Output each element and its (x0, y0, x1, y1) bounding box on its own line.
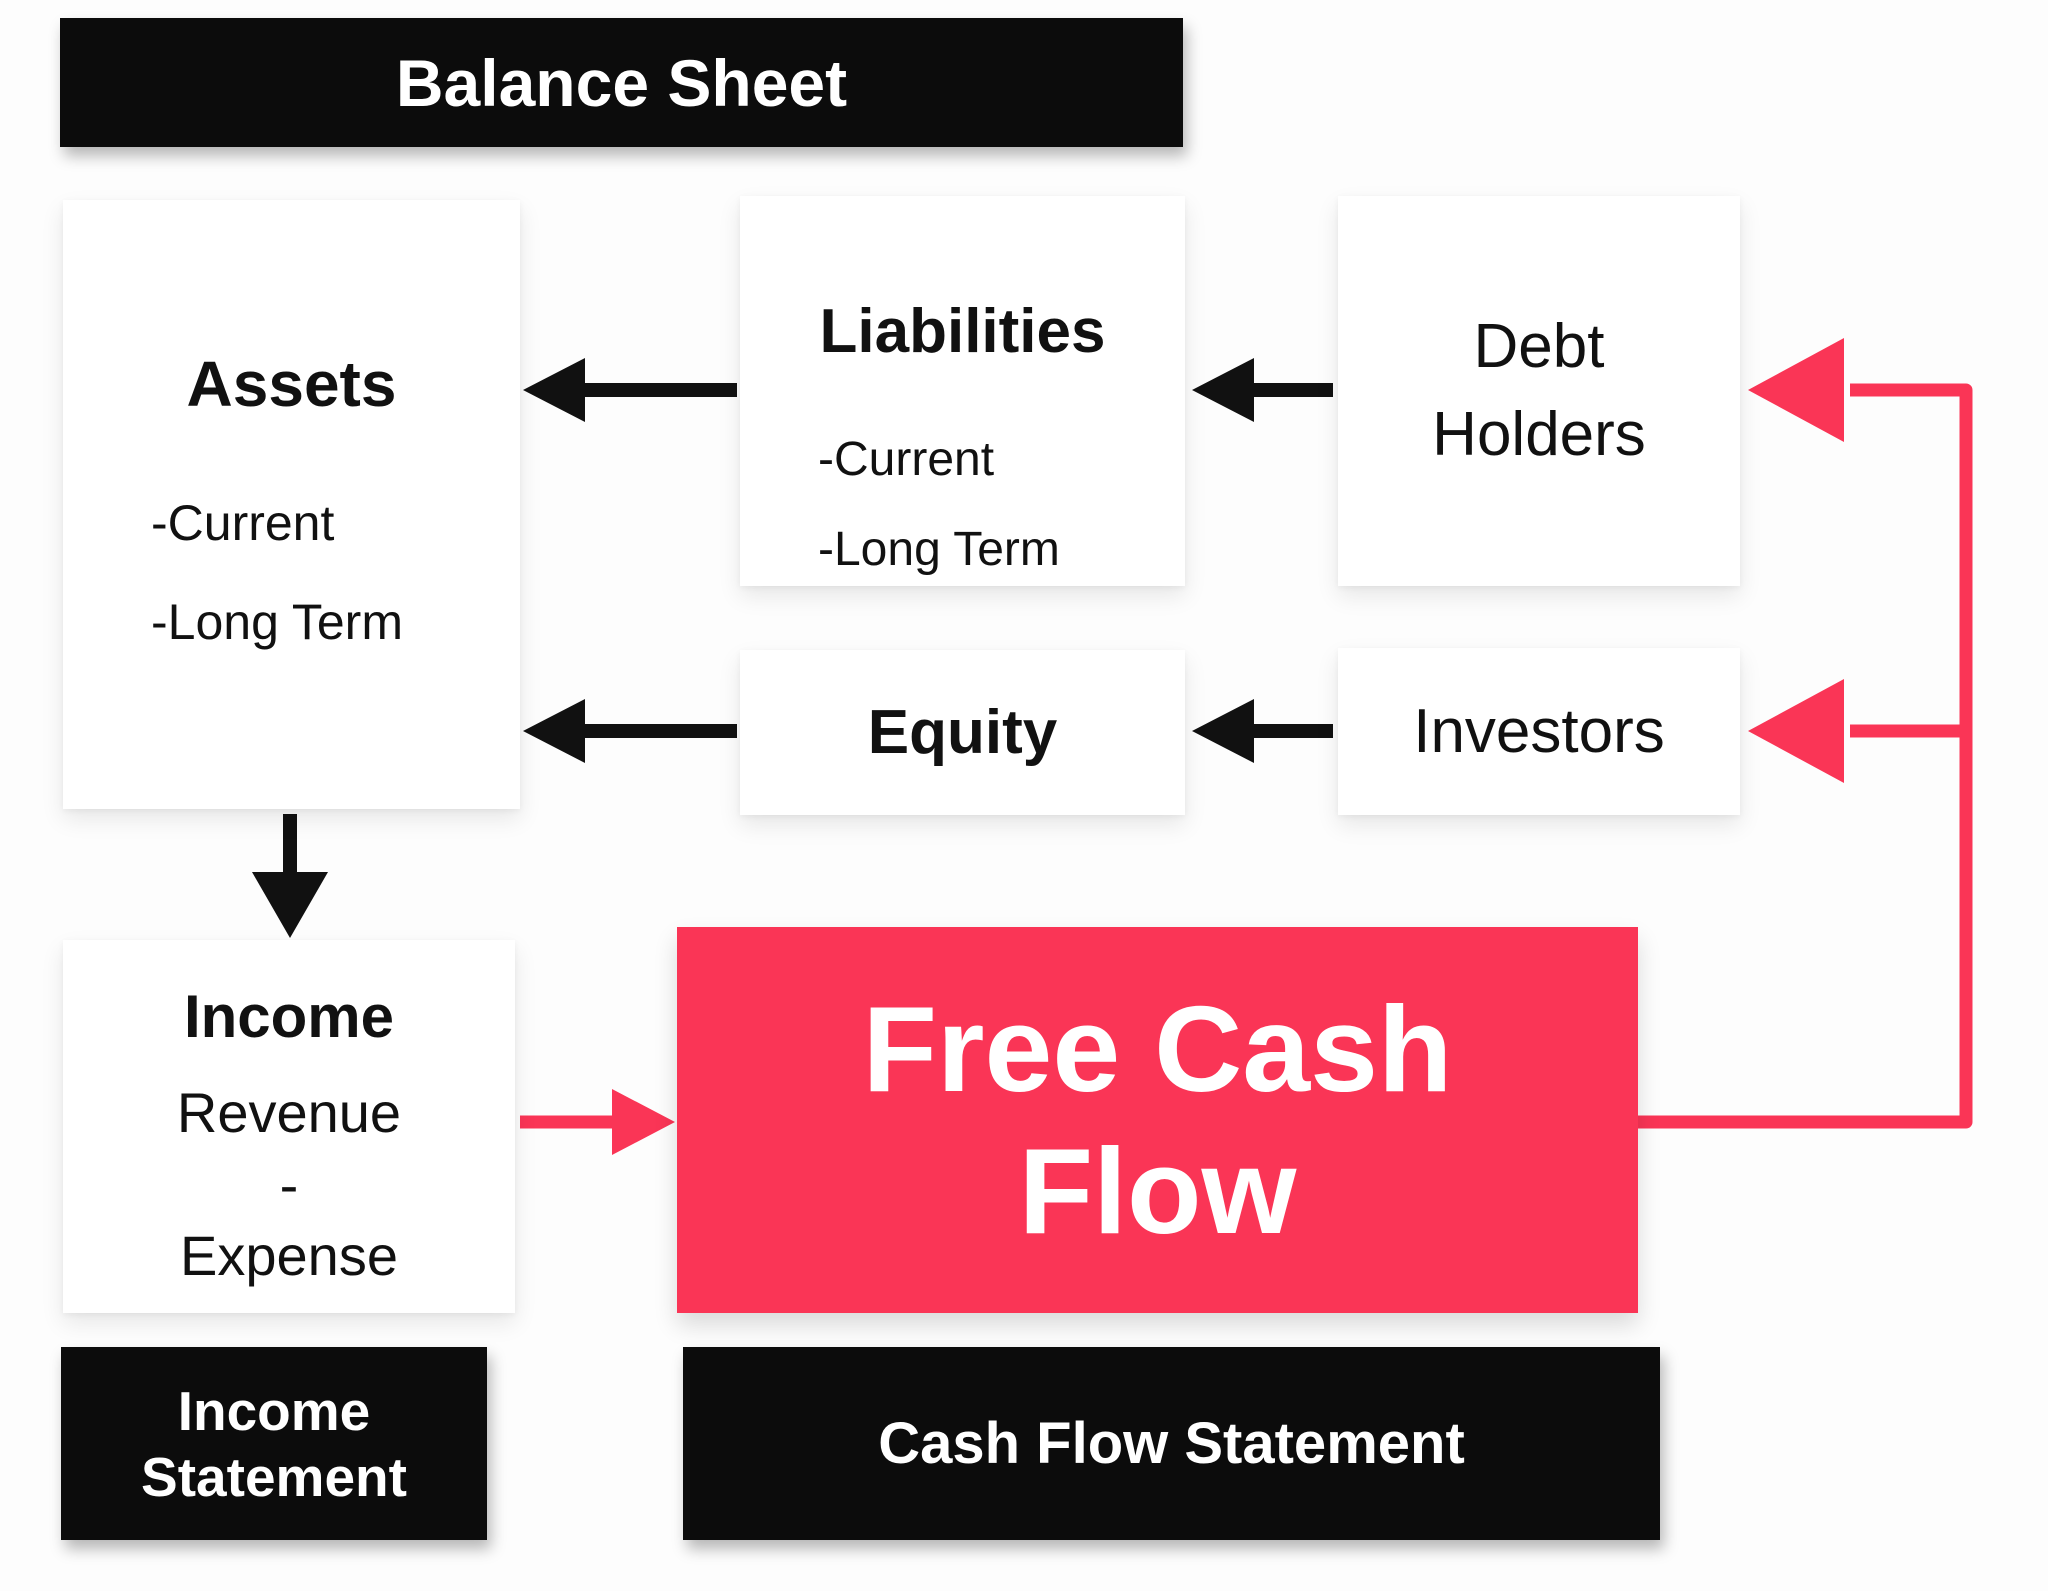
free-cash-flow-box: Free Cash Flow (677, 927, 1638, 1313)
arrow-head (1192, 699, 1254, 763)
arrow-liabilities-to-assets (523, 358, 737, 422)
arrow-investors-to-equity (1192, 699, 1333, 763)
debt-holders-box: Debt Holders (1338, 196, 1740, 586)
assets-title: Assets (186, 348, 397, 420)
cash-flow-statement-label: Cash Flow Statement (878, 1411, 1465, 1476)
liabilities-title: Liabilities (819, 297, 1106, 366)
balance-sheet-label: Balance Sheet (395, 45, 848, 120)
connector-free-cash-flow-to-investors (1748, 679, 1966, 783)
arrow-head (523, 358, 585, 422)
cash-flow-statement-banner: Cash Flow Statement (683, 1347, 1660, 1540)
debt-holders-label: Debt Holders (1432, 312, 1646, 469)
assets-box: Assets -Current -Long Term (63, 200, 520, 809)
arrow-head (1192, 358, 1254, 422)
balance-sheet-banner: Balance Sheet (60, 18, 1183, 147)
investors-label: Investors (1413, 697, 1665, 766)
assets-item-current: -Current (151, 495, 335, 551)
income-formula-revenue: Revenue (176, 1081, 402, 1144)
arrow-equity-to-assets (523, 699, 737, 763)
arrow-debt-holders-to-liabilities (1192, 358, 1333, 422)
arrow-head (523, 699, 585, 763)
arrow-head (612, 1089, 675, 1155)
liabilities-item-current: -Current (818, 433, 995, 486)
income-formula-expense: Expense (180, 1224, 398, 1287)
income-title: Income (183, 983, 395, 1050)
arrow-assets-to-income (252, 814, 328, 938)
arrow-head (252, 872, 328, 938)
income-formula-minus: - (279, 1153, 299, 1216)
investors-box: Investors (1338, 648, 1740, 815)
arrow-head (1748, 338, 1844, 442)
income-statement-banner: Income Statement (61, 1347, 487, 1540)
equity-box: Equity (740, 650, 1185, 815)
equity-label: Equity (867, 698, 1058, 767)
liabilities-box: Liabilities -Current -Long Term (740, 196, 1185, 586)
liabilities-item-long-term: -Long Term (818, 523, 1060, 576)
arrow-head (1748, 679, 1844, 783)
free-cash-flow-label: Free Cash Flow (862, 981, 1453, 1259)
assets-item-long-term: -Long Term (151, 594, 403, 650)
arrow-income-to-free-cash-flow (520, 1089, 675, 1155)
income-box: Income Revenue - Expense (63, 940, 515, 1313)
income-statement-label: Income Statement (141, 1379, 407, 1508)
